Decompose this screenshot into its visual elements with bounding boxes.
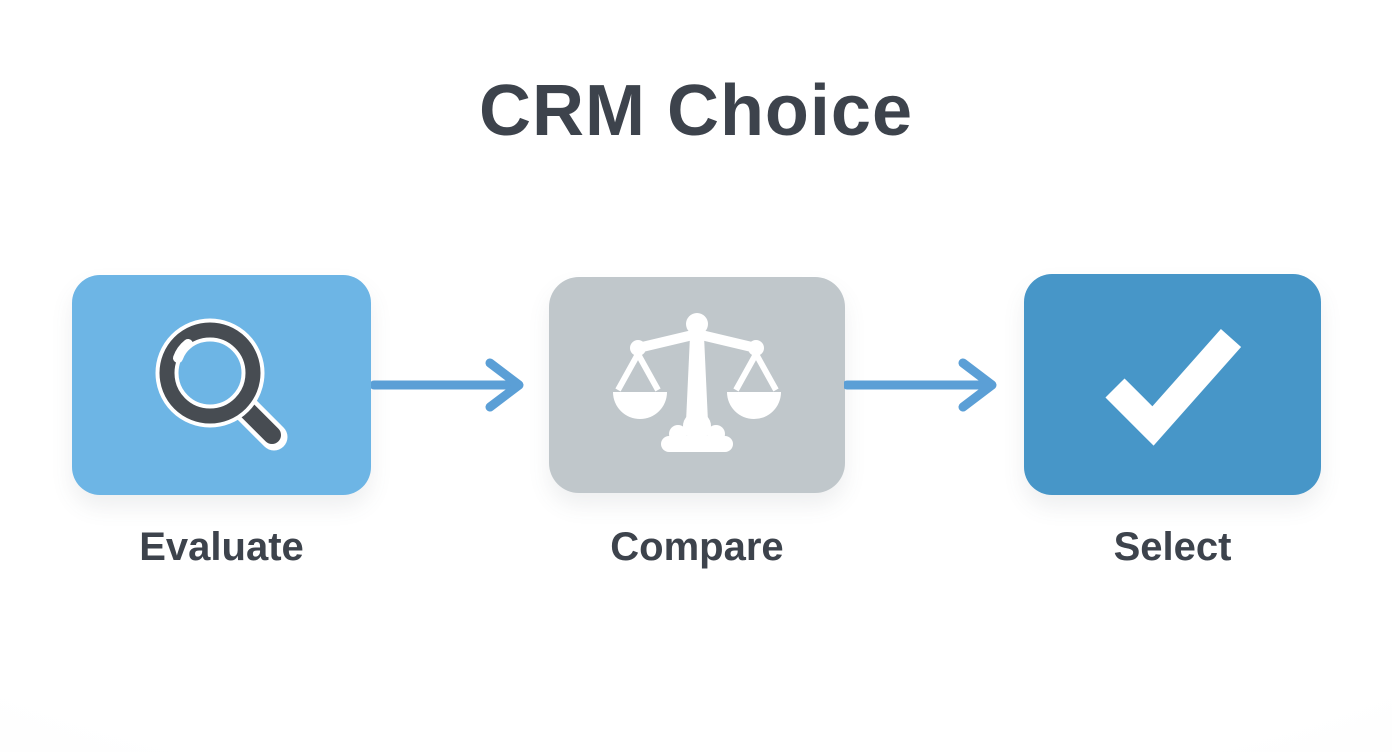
page-title: CRM Choice — [478, 71, 914, 151]
flow-arrow-2 — [844, 353, 1012, 417]
step-label-compare: Compare — [610, 525, 784, 569]
flow-arrow-1 — [371, 353, 539, 417]
checkmark-icon — [1093, 320, 1253, 450]
step-label-evaluate: Evaluate — [139, 525, 304, 569]
step-box-select — [1024, 274, 1321, 495]
magnifier-icon — [146, 309, 298, 461]
step-label-select: Select — [1113, 525, 1232, 569]
step-box-compare — [549, 277, 845, 493]
balance-scale-icon — [605, 310, 789, 460]
step-box-evaluate — [72, 275, 371, 495]
